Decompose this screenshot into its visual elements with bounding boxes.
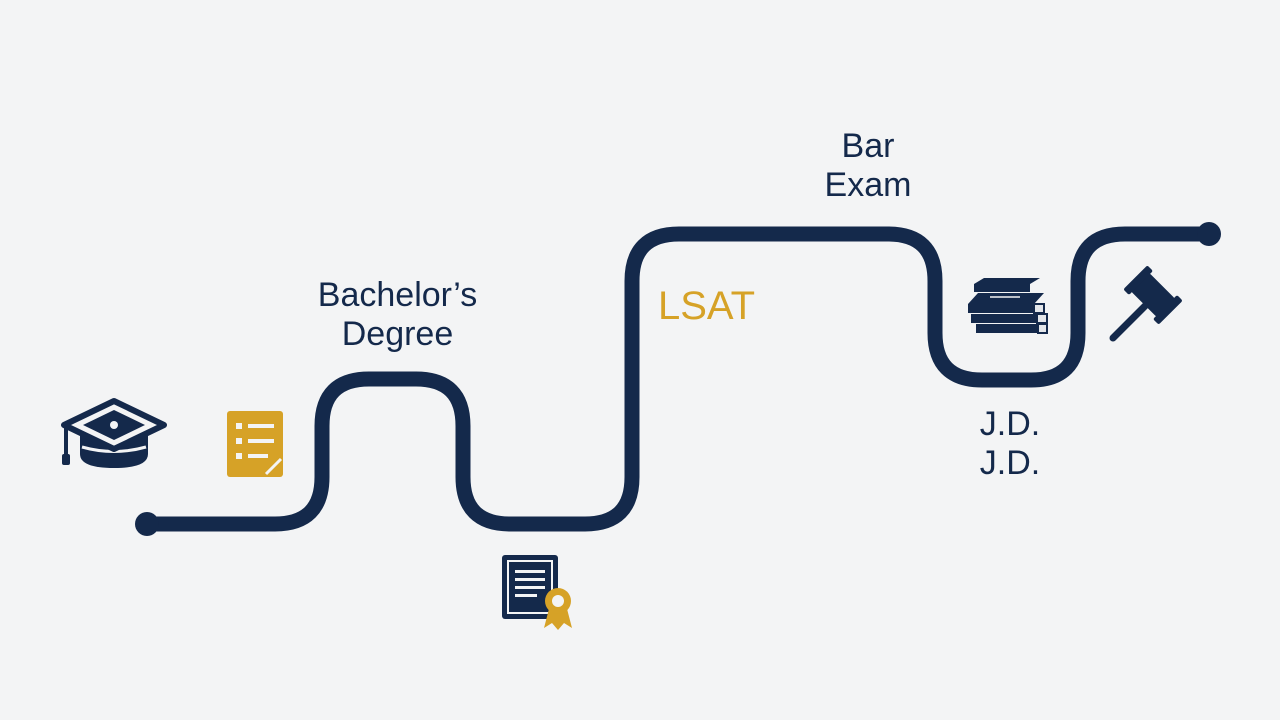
- end-dot: [1197, 222, 1221, 246]
- jd-label: J.D. J.D.: [952, 405, 1068, 483]
- checklist-icon: [227, 411, 283, 477]
- books-icon: [968, 278, 1048, 334]
- jd-label-line1: J.D.: [979, 405, 1041, 443]
- start-dot: [135, 512, 159, 536]
- bar-exam-label: Bar Exam: [800, 127, 936, 205]
- gavel-icon: [1109, 266, 1182, 342]
- pathway-road: [139, 226, 1216, 532]
- graduation-cap-icon: [61, 398, 167, 468]
- lsat-label: LSAT: [658, 284, 756, 328]
- bar-label-line1: Bar: [841, 127, 895, 165]
- bachelors-label-line2: Degree: [341, 315, 454, 354]
- bachelors-label-line1: Bachelor’s: [317, 276, 478, 314]
- certificate-icon: [502, 555, 572, 630]
- jd-label-line2: J.D.: [979, 444, 1041, 483]
- bachelors-degree-label: Bachelor’s Degree: [290, 276, 505, 354]
- bar-label-line2: Exam: [824, 166, 912, 205]
